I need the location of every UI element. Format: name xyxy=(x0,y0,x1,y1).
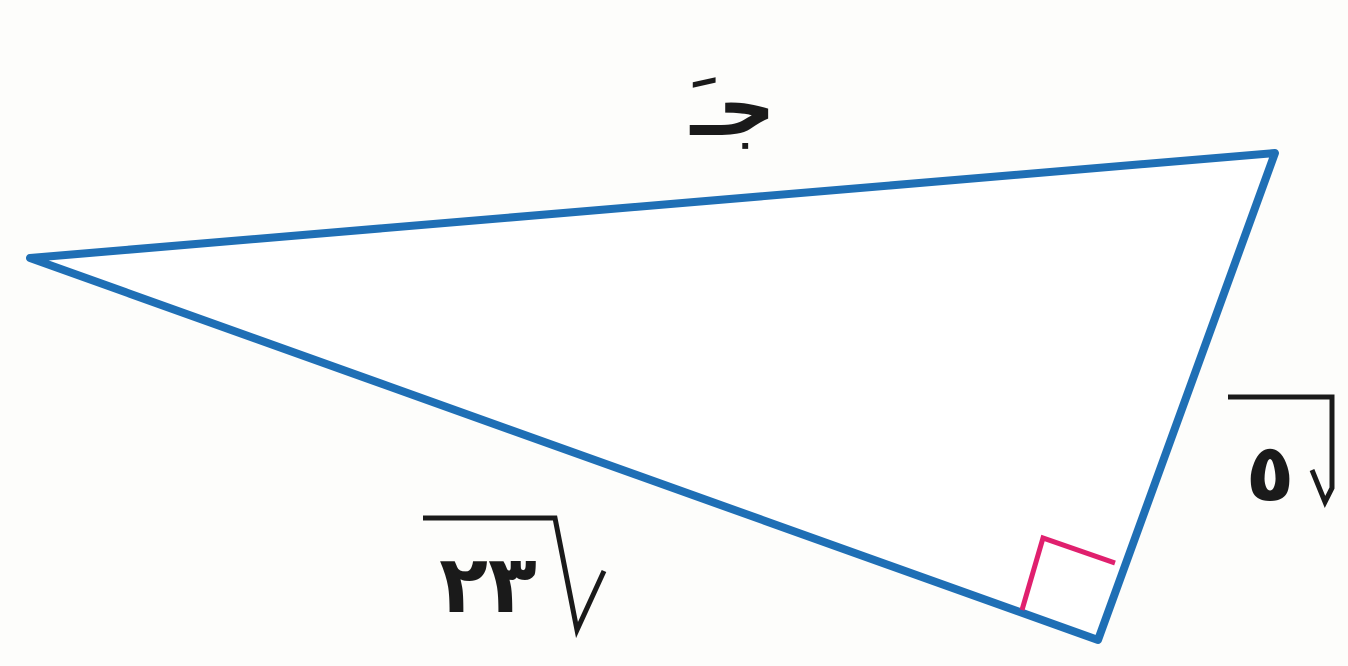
short-leg-label: ٥ xyxy=(1228,394,1335,519)
hypotenuse-label: جـَ xyxy=(690,61,776,154)
short-leg-radical-sign xyxy=(1228,394,1335,509)
short-leg-radicand: ٥ xyxy=(1246,426,1295,519)
long-leg-radicand: ٢٣ xyxy=(439,538,537,631)
long-leg-radical-sign xyxy=(423,515,607,639)
long-leg-label: ٢٣ xyxy=(423,515,607,639)
right-angle-marker xyxy=(1019,534,1116,611)
triangle-outline xyxy=(26,149,1279,644)
